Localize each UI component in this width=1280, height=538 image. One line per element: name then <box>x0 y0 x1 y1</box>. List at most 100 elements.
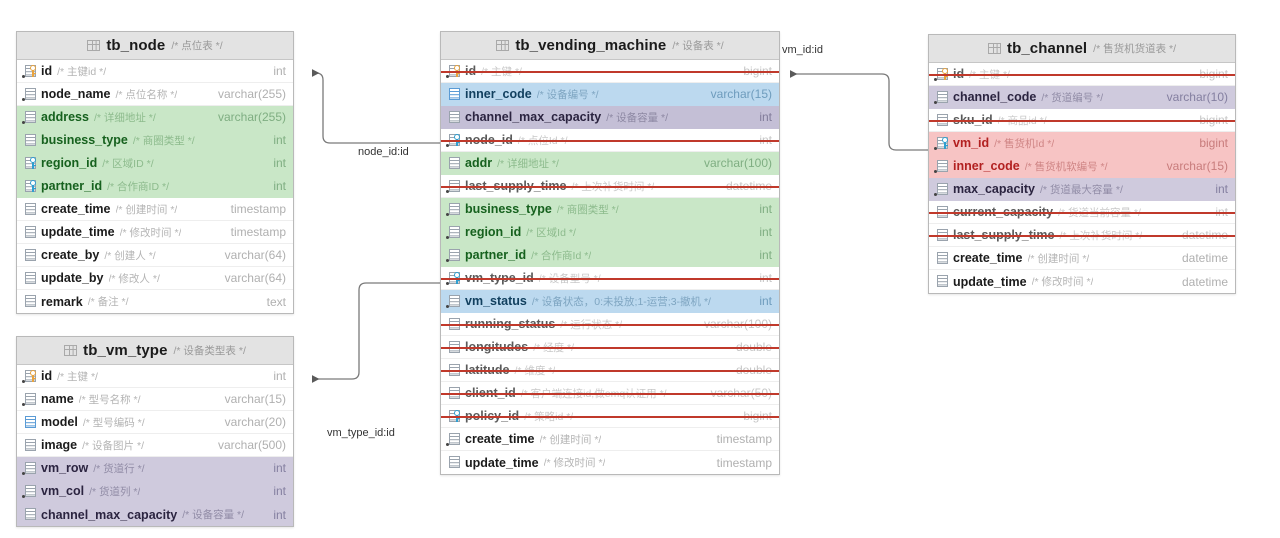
column-type: bigint <box>743 64 772 78</box>
table-row[interactable]: longitudes/* 经度 */double <box>441 336 779 359</box>
column-icon <box>22 484 36 498</box>
column-icon <box>446 179 460 193</box>
table-row[interactable]: inner_code/* 售货机软编号 */varchar(15) <box>929 155 1235 178</box>
table-row[interactable]: client_id/* 客户端连接id,做emq认证用 */varchar(50… <box>441 382 779 405</box>
table-row[interactable]: id/* 主键id */int <box>17 60 293 83</box>
table-row[interactable]: inner_code/* 设备编号 */varchar(15) <box>441 83 779 106</box>
column-type: int <box>273 133 286 147</box>
column-comment: /* 设备状态，0:未投放;1-运营;3-撤机 */ <box>531 295 711 308</box>
column-type: int <box>273 179 286 193</box>
table-row[interactable]: create_time/* 创建时间 */datetime <box>929 247 1235 270</box>
table-row[interactable]: create_by/* 创建人 */varchar(64) <box>17 244 293 267</box>
table-row[interactable]: id/* 主键 */bigint <box>441 60 779 83</box>
table-row[interactable]: address/* 详细地址 */varchar(255) <box>17 106 293 129</box>
table-row[interactable]: update_time/* 修改时间 */datetime <box>929 270 1235 293</box>
column-name: region_id <box>41 156 98 170</box>
table-row[interactable]: name/* 型号名称 */varchar(15) <box>17 388 293 411</box>
column-name: inner_code <box>953 159 1020 173</box>
column-comment: /* 设备型号 */ <box>538 272 601 285</box>
column-type: int <box>759 225 772 239</box>
table-card-tb-channel[interactable]: tb_channel /* 售货机货道表 */ id/* 主键 */bigint… <box>928 34 1236 294</box>
column-comment: /* 详细地址 */ <box>497 157 559 170</box>
primary-key-icon <box>22 64 37 78</box>
table-comment: /* 设备表 */ <box>672 40 724 52</box>
table-row[interactable]: vm_col/* 货道列 */int <box>17 480 293 503</box>
table-row[interactable]: region_id/* 区域Id */int <box>441 221 779 244</box>
table-grid-icon <box>987 43 1001 54</box>
table-row[interactable]: channel_code/* 货道编号 */varchar(10) <box>929 86 1235 109</box>
column-name: name <box>41 392 74 406</box>
table-row[interactable]: id/* 主键 */bigint <box>929 63 1235 86</box>
table-header: tb_channel /* 售货机货道表 */ <box>929 35 1235 63</box>
table-grid-icon <box>64 345 78 356</box>
column-icon <box>446 456 460 469</box>
column-type: varchar(15) <box>224 392 286 406</box>
column-name: update_time <box>41 225 115 239</box>
column-comment: /* 区域ID */ <box>102 157 154 170</box>
table-row[interactable]: vm_type_id/* 设备型号 */int <box>441 267 779 290</box>
wire-vm-type-id <box>312 282 440 383</box>
table-row[interactable]: image/* 设备图片 */varchar(500) <box>17 434 293 457</box>
table-row[interactable]: update_by/* 修改人 */varchar(64) <box>17 267 293 290</box>
column-type: double <box>735 363 772 377</box>
column-comment: /* 修改时间 */ <box>1031 276 1094 288</box>
table-row[interactable]: vm_id/* 售货机Id */bigint <box>929 132 1235 155</box>
table-row[interactable]: partner_id/* 合作商ID */int <box>17 175 293 198</box>
column-name: create_time <box>41 202 111 216</box>
table-row[interactable]: max_capacity/* 货道最大容量 */int <box>929 178 1235 201</box>
table-row[interactable]: running_status/* 运行状态 */varchar(100) <box>441 313 779 336</box>
table-row[interactable]: create_time/* 创建时间 */timestamp <box>17 198 293 221</box>
table-row[interactable]: id/* 主键 */int <box>17 365 293 388</box>
table-name: tb_node <box>106 37 166 54</box>
column-icon <box>934 251 948 265</box>
column-icon <box>934 113 948 127</box>
column-icon <box>22 225 36 239</box>
column-comment: /* 上次补货时间 */ <box>571 180 655 193</box>
column-type: int <box>273 369 286 383</box>
column-type: varchar(100) <box>703 317 772 331</box>
table-row[interactable]: vm_row/* 货道行 */int <box>17 457 293 480</box>
table-row[interactable]: partner_id/* 合作商Id */int <box>441 244 779 267</box>
table-row[interactable]: latitude/* 维度 */double <box>441 359 779 382</box>
column-comment: /* 策略id */ <box>524 410 574 423</box>
table-row[interactable]: vm_status/* 设备状态，0:未投放;1-运营;3-撤机 */int <box>441 290 779 313</box>
table-name: tb_channel <box>1006 40 1088 57</box>
column-name: partner_id <box>465 248 527 262</box>
column-comment: /* 设备容量 */ <box>182 509 245 521</box>
table-row[interactable]: business_type/* 商圈类型 */int <box>17 129 293 152</box>
table-row[interactable]: channel_max_capacity/* 设备容量 */int <box>441 106 779 129</box>
table-comment: /* 点位表 */ <box>171 40 223 52</box>
table-row[interactable]: update_time/* 修改时间 */timestamp <box>441 451 779 474</box>
table-row[interactable]: model/* 型号编码 */varchar(20) <box>17 411 293 434</box>
column-comment: /* 点位名称 */ <box>115 88 178 101</box>
column-comment: /* 修改时间 */ <box>119 226 182 239</box>
column-comment: /* 维度 */ <box>514 364 556 377</box>
table-row[interactable]: node_name/* 点位名称 */varchar(255) <box>17 83 293 106</box>
column-icon <box>934 228 948 242</box>
table-row[interactable]: update_time/* 修改时间 */timestamp <box>17 221 293 244</box>
foreign-key-icon <box>22 156 37 170</box>
column-comment: /* 经度 */ <box>533 341 575 354</box>
column-icon <box>22 438 36 452</box>
table-row[interactable]: addr/* 详细地址 */varchar(100) <box>441 152 779 175</box>
table-row[interactable]: last_supply_time/* 上次补货时间 */datetime <box>929 224 1235 247</box>
table-row[interactable]: create_time/* 创建时间 */timestamp <box>441 428 779 451</box>
table-card-tb-vending-machine[interactable]: tb_vending_machine /* 设备表 */ id/* 主键 */b… <box>440 31 780 475</box>
column-type: int <box>759 110 772 124</box>
table-row[interactable]: channel_max_capacity/* 设备容量 */int <box>17 503 293 526</box>
column-icon <box>22 461 36 475</box>
table-row[interactable]: remark/* 备注 */text <box>17 290 293 313</box>
column-comment: /* 售货机软编号 */ <box>1024 160 1108 173</box>
column-type: bigint <box>743 409 772 423</box>
table-row[interactable]: business_type/* 商圈类型 */int <box>441 198 779 221</box>
table-row[interactable]: sku_id/* 商品id */bigint <box>929 109 1235 132</box>
column-name: update_time <box>953 274 1027 289</box>
table-row[interactable]: last_supply_time/* 上次补货时间 */datetime <box>441 175 779 198</box>
table-row[interactable]: node_id/* 点位Id */int <box>441 129 779 152</box>
table-row[interactable]: region_id/* 区域ID */int <box>17 152 293 175</box>
table-row[interactable]: policy_id/* 策略id */bigint <box>441 405 779 428</box>
table-row[interactable]: current_capacity/* 货道当前容量 */int <box>929 201 1235 224</box>
